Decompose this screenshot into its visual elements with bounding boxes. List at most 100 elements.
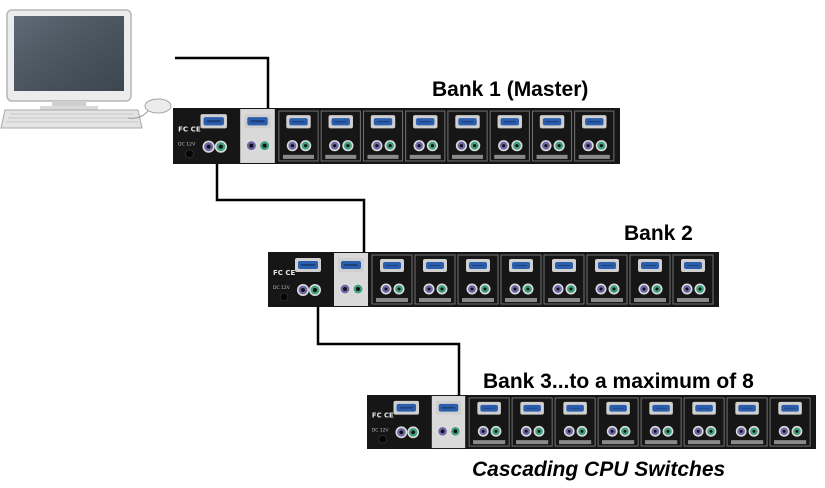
computer-vga-port xyxy=(497,115,522,129)
computer-vga-port xyxy=(606,401,630,415)
bank-3-label: Bank 3...to a maximum of 8 xyxy=(483,370,754,393)
computer-vga-port xyxy=(286,115,311,129)
computer-vga-port xyxy=(638,259,662,272)
power-jack-icon xyxy=(378,434,387,444)
computer-vga-port xyxy=(413,115,438,129)
port-label-strip xyxy=(473,440,506,445)
computer-port-group xyxy=(629,254,671,305)
computer-vga-port xyxy=(328,115,353,129)
computer-port-group xyxy=(769,397,811,447)
computer-keyboard-port xyxy=(692,425,704,437)
computer-mouse-port xyxy=(565,283,577,295)
port-label-strip xyxy=(409,154,441,159)
computer-vga-port xyxy=(595,259,619,272)
power-marking: DC 12V xyxy=(178,142,196,148)
computer-keyboard-port xyxy=(649,425,661,437)
console-monitor-port xyxy=(393,400,420,415)
keyboard-icon xyxy=(0,109,143,129)
computer-port-group xyxy=(543,254,585,305)
computer-vga-port xyxy=(423,259,447,272)
bank-1-label: Bank 1 (Master) xyxy=(432,78,589,101)
computer-keyboard-port xyxy=(509,283,521,295)
computer-port-group xyxy=(500,254,542,305)
computer-vga-port xyxy=(520,401,544,415)
power-marking: DC 12V xyxy=(372,427,389,433)
computer-vga-port xyxy=(692,401,716,415)
port-label-strip xyxy=(325,154,357,159)
console-monitor-port xyxy=(200,114,227,129)
computer-keyboard-port xyxy=(520,425,532,437)
cascade-mouse-port xyxy=(449,425,462,438)
computer-keyboard-port xyxy=(563,425,575,437)
computer-keyboard-port xyxy=(498,140,510,152)
cascade-monitor-port xyxy=(338,258,364,272)
port-label-strip xyxy=(367,154,399,159)
computer-port-group xyxy=(597,397,639,447)
computer-port-group xyxy=(320,110,361,162)
computer-keyboard-port xyxy=(455,140,468,152)
computer-mouse-port xyxy=(436,283,448,295)
port-label-strip xyxy=(591,298,623,302)
port-label-strip xyxy=(494,154,526,159)
computer-port-group xyxy=(405,110,446,162)
computer-keyboard-port xyxy=(638,283,650,295)
computer-mouse-port xyxy=(384,140,396,152)
computer-mouse-port xyxy=(651,283,663,295)
computer-port-group xyxy=(574,110,615,162)
computer-vga-port xyxy=(455,115,480,129)
computer-mouse-port xyxy=(576,425,588,437)
computer-keyboard-port xyxy=(413,140,425,152)
computer-keyboard-port xyxy=(477,425,489,437)
computer-port-group xyxy=(726,397,768,447)
computer-port-group xyxy=(447,110,488,162)
port-label-strip xyxy=(282,154,315,159)
computer-port-group xyxy=(362,110,404,162)
computer-vga-port xyxy=(649,401,673,415)
console-monitor-port xyxy=(295,258,321,272)
power-jack-icon xyxy=(184,149,194,159)
computer-port-group xyxy=(672,254,714,305)
port-label-strip xyxy=(645,440,678,445)
computer-vga-port xyxy=(539,115,565,129)
console-mouse-port xyxy=(214,140,227,153)
console-mouse-port xyxy=(407,426,420,439)
console-mouse-port xyxy=(309,284,321,296)
fcc-ce-marking: FC CE xyxy=(178,124,201,133)
computer-keyboard-port xyxy=(329,140,341,152)
computer-keyboard-port xyxy=(606,425,618,437)
computer-port-group xyxy=(640,397,682,447)
computer-keyboard-port xyxy=(735,425,747,437)
console-keyboard-port xyxy=(297,284,309,296)
computer-mouse-port xyxy=(469,140,481,152)
computer-port-group xyxy=(371,254,413,305)
computer-keyboard-port xyxy=(466,283,478,295)
computer-keyboard-port xyxy=(582,140,594,152)
computer-mouse-port xyxy=(553,140,565,152)
monitor-icon xyxy=(6,9,132,110)
computer-port-group xyxy=(414,254,456,305)
computer-port-group xyxy=(468,397,510,447)
computer-vga-port xyxy=(681,259,705,272)
cascade-keyboard-port xyxy=(436,425,449,438)
bank-2-label: Bank 2 xyxy=(624,222,693,245)
computer-mouse-port xyxy=(705,425,717,437)
computer-keyboard-port xyxy=(681,283,693,295)
cable-bank2-to-bank3 xyxy=(316,305,461,397)
computer-port-group xyxy=(457,254,499,305)
cable-computer-to-bank1 xyxy=(175,56,270,110)
cascade-monitor-port xyxy=(244,114,271,129)
cable-bank1-to-bank2 xyxy=(215,163,366,254)
computer-mouse-port xyxy=(619,425,631,437)
computer-mouse-port xyxy=(791,425,803,437)
port-label-strip xyxy=(559,440,592,445)
cascade-keyboard-port xyxy=(245,139,258,152)
computer-port-group xyxy=(586,254,628,305)
computer-vga-port xyxy=(466,259,490,272)
fcc-ce-marking: FC CE xyxy=(273,269,295,277)
computer-mouse-port xyxy=(426,140,438,152)
computer-mouse-port xyxy=(300,140,312,152)
bank-1-switch: FC CE DC 12V xyxy=(173,108,620,164)
